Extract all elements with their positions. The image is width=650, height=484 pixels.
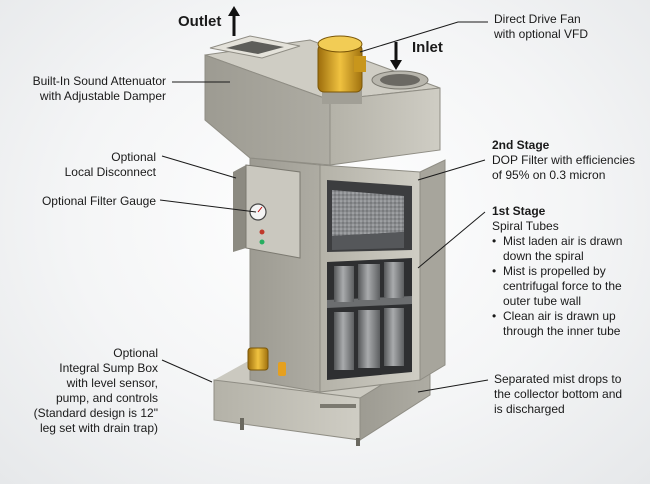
stage2-title: 2nd Stage [492, 138, 550, 152]
upper-housing-side [204, 54, 331, 166]
stage1-bullet: Mist is propelled by centrifugal force t… [492, 264, 622, 309]
bullet-line: through the inner tube [503, 324, 621, 338]
sump-callout-line: Integral Sump Box [59, 361, 158, 375]
mist-collector-unit [204, 35, 446, 446]
collector-callout-line: is discharged [494, 402, 565, 416]
stage2-line: DOP Filter with efficiencies [492, 153, 635, 167]
airflow-arrows [228, 6, 402, 70]
stage2-callout: 2nd Stage DOP Filter with efficiencies o… [492, 138, 635, 183]
control-box-front [245, 164, 301, 259]
fan-callout-line: with optional VFD [494, 27, 589, 41]
fan-callout-line: Direct Drive Fan [494, 12, 581, 26]
sump-callout-line: with level sensor, [66, 376, 158, 390]
stage1-bullet: Clean air is drawn up through the inner … [492, 309, 622, 339]
leader-stage1 [417, 211, 486, 269]
sump-pump [247, 347, 269, 371]
spiral-tube [384, 262, 404, 298]
leg [356, 438, 360, 446]
attenuator-callout-line: Built-In Sound Attenuator [32, 74, 166, 88]
gauge-callout: Optional Filter Gauge [41, 194, 156, 208]
fan-motor-cap [317, 35, 363, 53]
collector-drawer-slot [320, 404, 356, 408]
main-body-right [419, 159, 446, 381]
disconnect-callout-line: Local Disconnect [64, 165, 156, 179]
bullet-line: Mist is propelled by [503, 264, 606, 278]
indicator-light [259, 229, 265, 235]
stage1-bullets: Mist laden air is drawn down the spiral … [492, 234, 622, 339]
bullet-line: centrifugal force to the [503, 279, 622, 293]
spiral-tube [358, 310, 380, 368]
motor-junction-box [354, 56, 366, 72]
outlet-arrow [228, 6, 240, 36]
attenuator-callout: Built-In Sound Attenuator with Adjustabl… [33, 74, 166, 104]
control-box-side [233, 165, 246, 252]
disconnect-callout-line: Optional [111, 150, 156, 164]
spiral-tube [334, 266, 354, 302]
bullet-line: Mist laden air is drawn [503, 234, 623, 248]
stage1-bullet: Mist laden air is drawn down the spiral [492, 234, 622, 264]
filter-frame [332, 232, 404, 250]
leg [240, 418, 244, 430]
collector-callout: Separated mist drops to the collector bo… [494, 372, 622, 417]
bullet-line: Clean air is drawn up [503, 309, 616, 323]
leader-fan [359, 21, 488, 53]
spiral-tube [384, 308, 404, 366]
spiral-tube [334, 312, 354, 370]
attenuator-callout-line: with Adjustable Damper [39, 89, 166, 103]
attenuator-grille [226, 41, 284, 54]
stage2-line: of 95% on 0.3 micron [492, 168, 606, 182]
collector-callout-line: Separated mist drops to [494, 372, 622, 386]
sump-callout-line: pump, and controls [55, 391, 158, 405]
sump-callout-line: leg set with drain trap) [39, 421, 158, 435]
leader-lines [159, 21, 489, 393]
stage1-callout: 1st Stage Spiral Tubes Mist laden air is… [492, 204, 622, 339]
collector-callout-line: the collector bottom and [494, 387, 623, 401]
level-sensor [278, 362, 286, 376]
gauge-needle [257, 206, 263, 213]
spiral-tube [358, 264, 380, 300]
leader-sump [161, 359, 213, 383]
sump-callout-line: (Standard design is 12" [33, 406, 158, 420]
stage1-title: 1st Stage [492, 204, 546, 218]
leader-disconnect [161, 155, 237, 179]
sump-callout: Optional Integral Sump Box with level se… [34, 346, 158, 436]
bullet-line: down the spiral [503, 249, 584, 263]
inlet-opening [380, 74, 420, 86]
leader-gauge [159, 199, 257, 213]
inlet-arrow [390, 42, 402, 70]
dop-filter [332, 190, 404, 236]
outlet-label: Outlet [178, 13, 222, 30]
fan-callout: Direct Drive Fan with optional VFD [494, 12, 588, 42]
stage1-subtitle: Spiral Tubes [492, 219, 559, 233]
bullet-line: outer tube wall [503, 294, 582, 308]
indicator-light [259, 239, 265, 245]
leader-stage2 [417, 159, 486, 181]
sump-callout-line: Optional [113, 346, 158, 360]
leader-collector [417, 379, 489, 393]
inlet-label: Inlet [412, 39, 443, 56]
disconnect-callout: Optional Local Disconnect [65, 150, 156, 180]
